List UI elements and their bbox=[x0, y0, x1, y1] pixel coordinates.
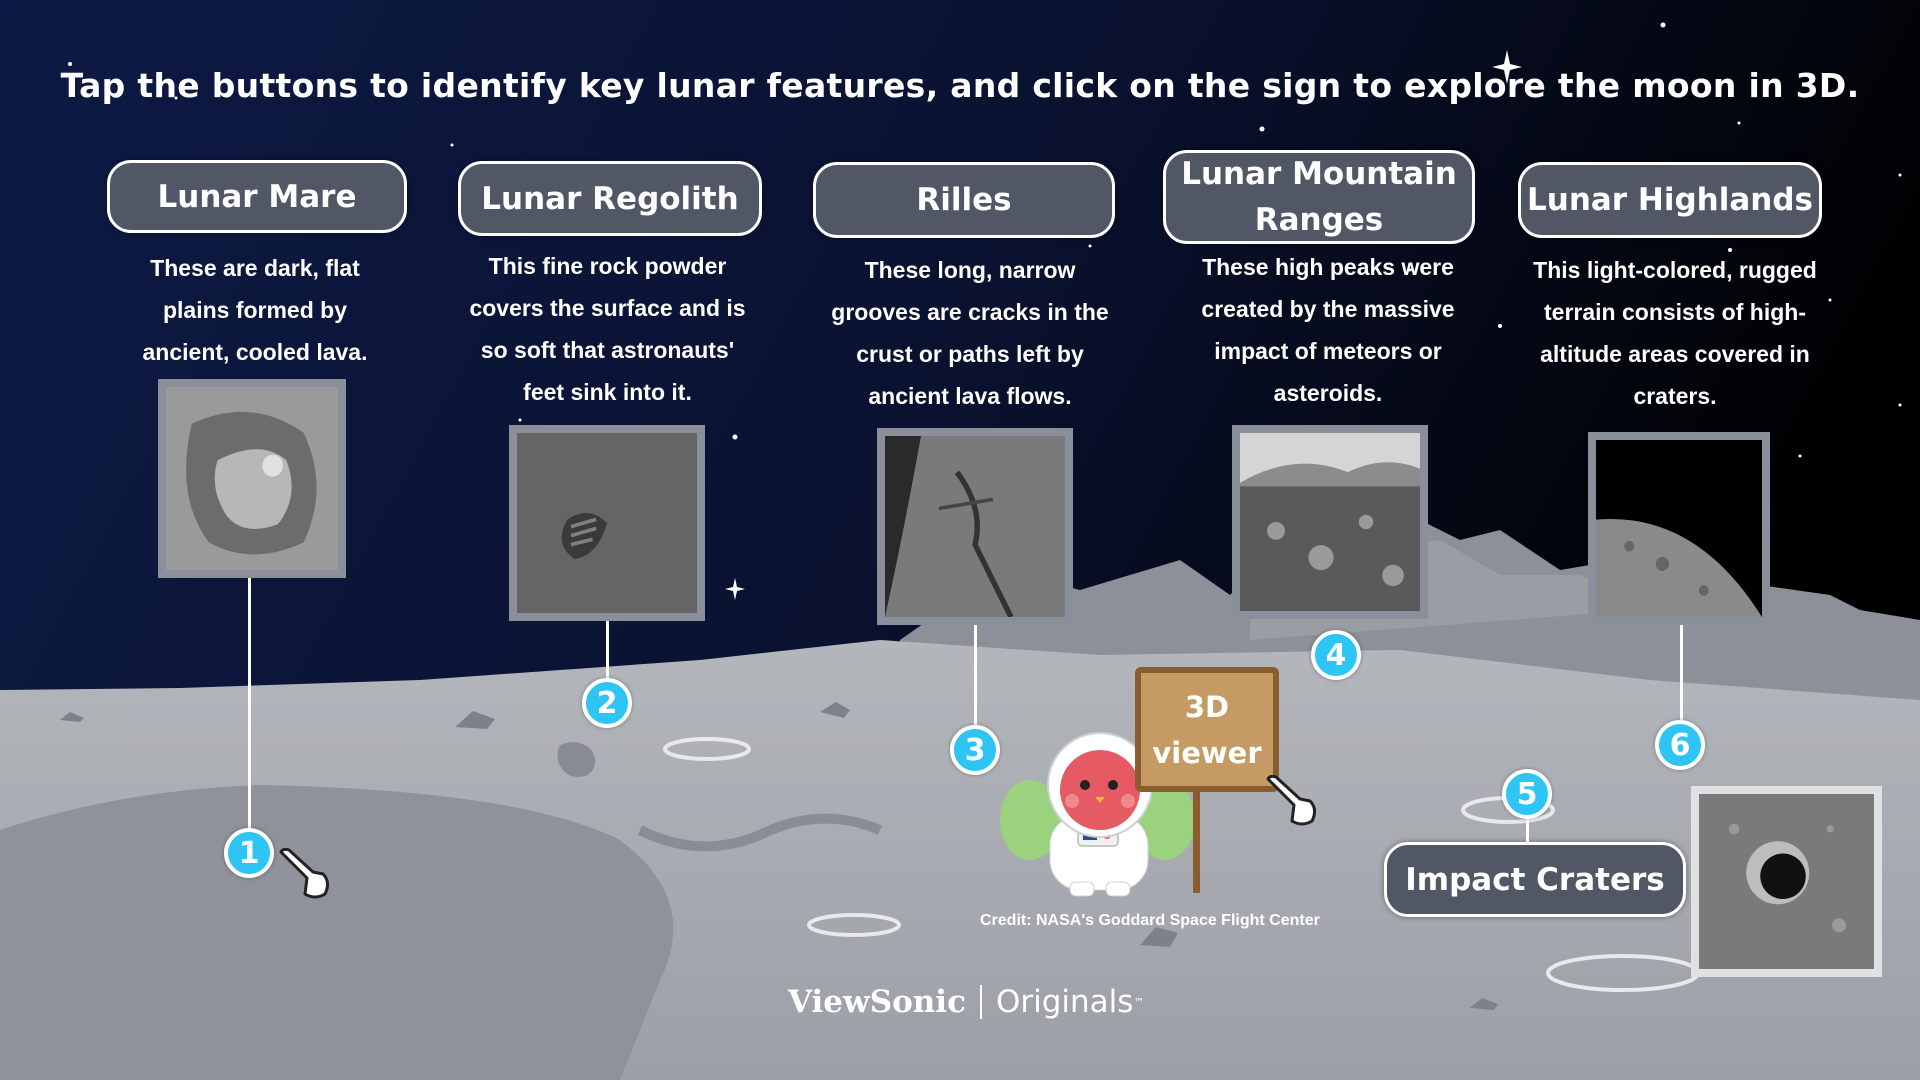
mascot-astronaut bbox=[1000, 732, 1195, 897]
rilles-button[interactable]: Rilles bbox=[813, 162, 1115, 238]
lunar-mare-description: These are dark, flat plains formed by an… bbox=[142, 255, 368, 365]
brand-sub: Originals bbox=[995, 984, 1134, 1020]
image-credit: Credit: NASA's Goddard Space Flight Cent… bbox=[980, 912, 1320, 929]
pointer-hand-icon bbox=[279, 848, 330, 899]
connector-line-2 bbox=[606, 621, 609, 681]
connector-line-5 bbox=[1526, 816, 1529, 842]
marker-3-button[interactable]: 3 bbox=[950, 725, 1000, 775]
lunar-regolith-photo bbox=[509, 425, 705, 621]
impact-craters-photo bbox=[1691, 786, 1882, 977]
lunar-highlands-button[interactable]: Lunar Highlands bbox=[1518, 162, 1822, 238]
lunar-mountain-ranges-photo bbox=[1232, 425, 1428, 619]
pointer-hand-icon bbox=[1266, 775, 1317, 826]
marker-5-button[interactable]: 5 bbox=[1502, 769, 1552, 819]
lunar-regolith-button[interactable]: Lunar Regolith bbox=[458, 161, 762, 236]
marker-4-button[interactable]: 4 bbox=[1311, 630, 1361, 680]
lunar-mountain-ranges-description: These high peaks were created by the mas… bbox=[1201, 254, 1455, 406]
viewsonic-originals-logo: ViewSonic Originals ™ bbox=[788, 984, 1144, 1020]
connector-line-6 bbox=[1680, 625, 1683, 728]
3d-viewer-sign[interactable]: 3D viewer bbox=[1135, 667, 1279, 792]
impact-craters-button[interactable]: Impact Craters bbox=[1384, 842, 1686, 917]
marker-2-button[interactable]: 2 bbox=[582, 678, 632, 728]
rilles-description: These long, narrow grooves are cracks in… bbox=[831, 257, 1109, 409]
lunar-mare-photo bbox=[158, 379, 346, 578]
lunar-mountain-ranges-button[interactable]: Lunar Mountain Ranges bbox=[1163, 150, 1475, 244]
brand-divider bbox=[979, 985, 982, 1019]
trademark-symbol: ™ bbox=[1133, 995, 1145, 1009]
rilles-photo bbox=[877, 428, 1073, 625]
instructions-heading: Tap the buttons to identify key lunar fe… bbox=[60, 66, 1860, 105]
lunar-mare-button[interactable]: Lunar Mare bbox=[107, 160, 407, 233]
connector-line-1 bbox=[248, 578, 251, 832]
marker-1-button[interactable]: 1 bbox=[224, 828, 274, 878]
lunar-highlands-description: This light-colored, rugged terrain consi… bbox=[1533, 257, 1817, 409]
connector-line-3 bbox=[974, 625, 977, 728]
lunar-regolith-description: This fine rock powder covers the surface… bbox=[469, 253, 746, 405]
lunar-highlands-photo bbox=[1588, 432, 1770, 625]
brand-name: ViewSonic bbox=[788, 984, 966, 1020]
marker-6-button[interactable]: 6 bbox=[1655, 720, 1705, 770]
